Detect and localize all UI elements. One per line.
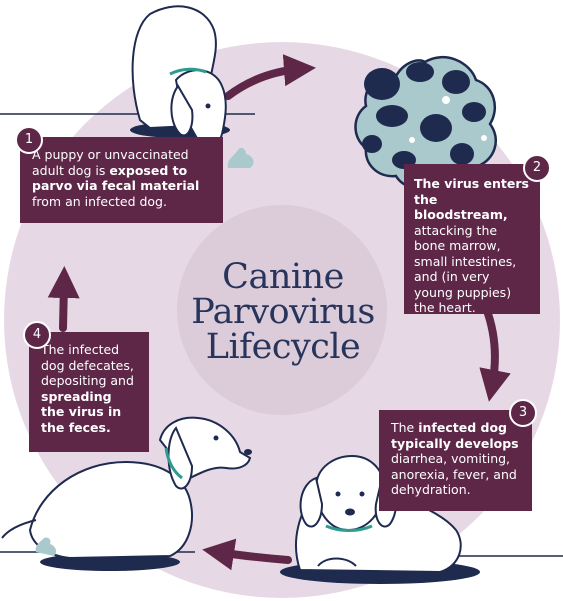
- arrow-1-to-2: [224, 54, 316, 100]
- step-3-box: The infected dog typically develops diar…: [379, 410, 532, 511]
- step-text: The infected dog defecates, depositing a…: [41, 342, 134, 435]
- step-1-badge: 1: [15, 126, 43, 154]
- step-text: A puppy or unvaccinated adult dog is exp…: [32, 147, 200, 209]
- virus-cell-icon: [354, 56, 497, 191]
- dog-defecating-icon: [1, 416, 252, 571]
- dog-sniffing-icon: [130, 5, 230, 148]
- title-line: Parvovirus: [191, 292, 375, 332]
- feces-icon: [227, 147, 254, 168]
- title-line: Canine: [222, 257, 344, 297]
- center-circle: [177, 205, 387, 415]
- arrow-4-to-1: [47, 266, 80, 332]
- step-2-box: The virus enters the bloodstream, attack…: [404, 164, 540, 315]
- step-4-badge: 4: [23, 321, 51, 349]
- title-line: Lifecycle: [205, 327, 361, 367]
- step-1-box: A puppy or unvaccinated adult dog is exp…: [20, 137, 223, 223]
- diagram-title: Canine Parvovirus Lifecycle: [178, 260, 388, 365]
- step-text: The infected dog typically develops diar…: [391, 420, 519, 497]
- step-4-box: The infected dog defecates, depositing a…: [29, 332, 149, 452]
- step-2-badge: 2: [523, 154, 551, 182]
- step-3-badge: 3: [509, 399, 537, 427]
- arrow-3-to-4: [202, 538, 292, 571]
- arrow-2-to-3: [479, 304, 511, 402]
- step-text: The virus enters the bloodstream, attack…: [414, 176, 529, 315]
